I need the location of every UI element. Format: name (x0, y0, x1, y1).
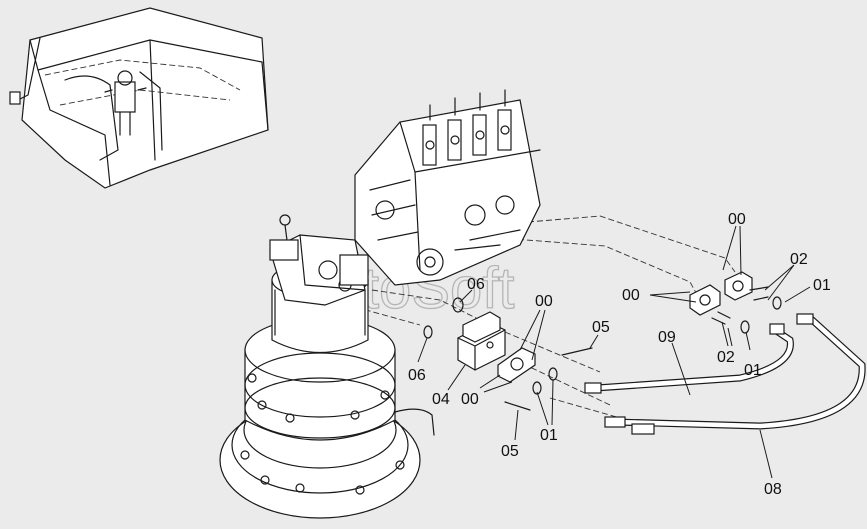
machine-overview (9, 7, 269, 189)
part-label-00: 00 (535, 293, 553, 310)
control-valve (354, 89, 541, 286)
leader-lines (417, 225, 811, 479)
part-label-00: 00 (728, 211, 746, 228)
part-label-08: 08 (764, 481, 782, 498)
swing-motor (219, 214, 435, 519)
part-label-05: 05 (592, 319, 610, 336)
part-labels: 00 02 01 00 06 00 05 09 02 01 06 04 00 0… (408, 211, 831, 498)
part-label-06: 06 (408, 367, 426, 384)
part-label-01: 01 (744, 362, 762, 379)
part-label-02: 02 (717, 349, 735, 366)
part-label-02: 02 (790, 251, 808, 268)
part-label-06: 06 (467, 276, 485, 293)
part-label-01: 01 (813, 277, 831, 294)
part-label-04: 04 (432, 391, 450, 408)
flanges (497, 271, 753, 383)
part-label-05: 05 (501, 443, 519, 460)
part-label-09: 09 (658, 329, 676, 346)
part-label-00: 00 (461, 391, 479, 408)
hoses (584, 313, 866, 435)
part-label-00: 00 (622, 287, 640, 304)
routing-lines (329, 215, 736, 419)
part-label-01: 01 (540, 427, 558, 444)
bolts (504, 286, 769, 411)
relief-block-04 (457, 311, 506, 371)
